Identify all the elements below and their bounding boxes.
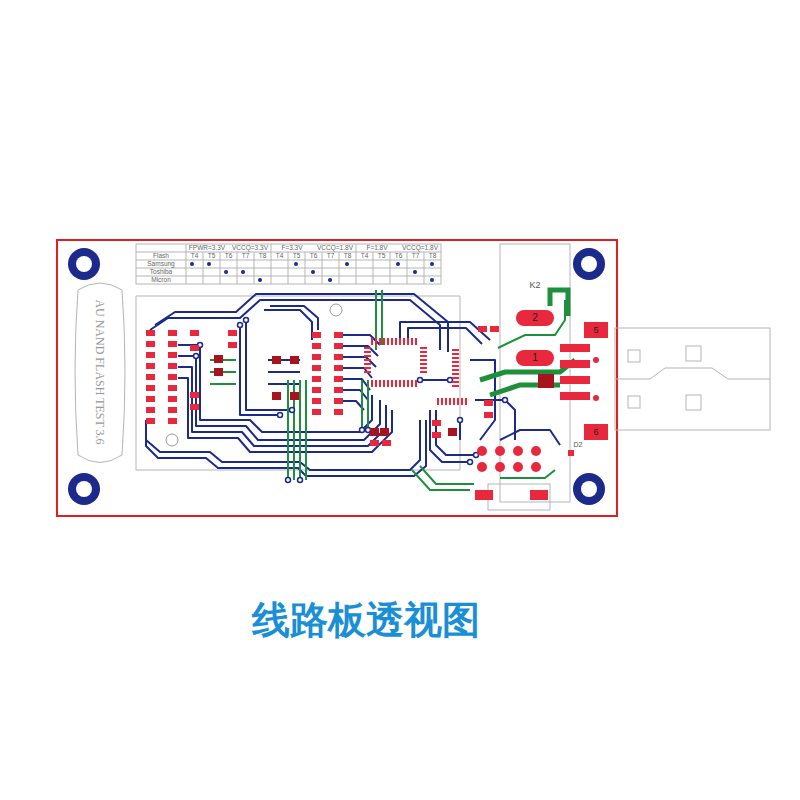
table-header: VCCQ=3.3V [232,245,268,252]
pin-number: 2 [532,313,538,323]
table-header: VCCQ=1.8V [402,245,438,252]
table-header: FPWR=3.3V [189,245,225,252]
table-cell: Flash [153,253,169,260]
table-cell: T7 [412,253,420,260]
table-cell: T6 [225,253,233,260]
table-cell: T6 [310,253,318,260]
table-cell: T7 [242,253,250,260]
pin-number: 1 [532,353,538,363]
table-cell: T8 [259,253,267,260]
table-header: F=1.8V [366,245,387,252]
table-cell: Micron [151,277,171,284]
table-cell: T7 [327,253,335,260]
table-cell: T4 [361,253,369,260]
table-cell: T6 [395,253,403,260]
caption: 线路板透视图 [252,601,480,639]
table-cell: T8 [344,253,352,260]
part-name: K2 [529,281,540,290]
table-cell: Samsung [147,261,174,268]
table-cell: Toshiba [150,269,172,276]
table-cell: T5 [293,253,301,260]
table-header: F=3.3V [281,245,302,252]
part-name: D2 [574,441,583,448]
table-cell: T4 [191,253,199,260]
pin-number: 6 [593,428,598,437]
pin-number: 5 [593,326,598,335]
board-name: AU NAND FLASH TEST 3.6 [94,299,106,444]
table-cell: T5 [378,253,386,260]
table-header: VCCQ=1.8V [317,245,353,252]
table-cell: T4 [276,253,284,260]
table-cell: T8 [429,253,437,260]
table-cell: T5 [208,253,216,260]
